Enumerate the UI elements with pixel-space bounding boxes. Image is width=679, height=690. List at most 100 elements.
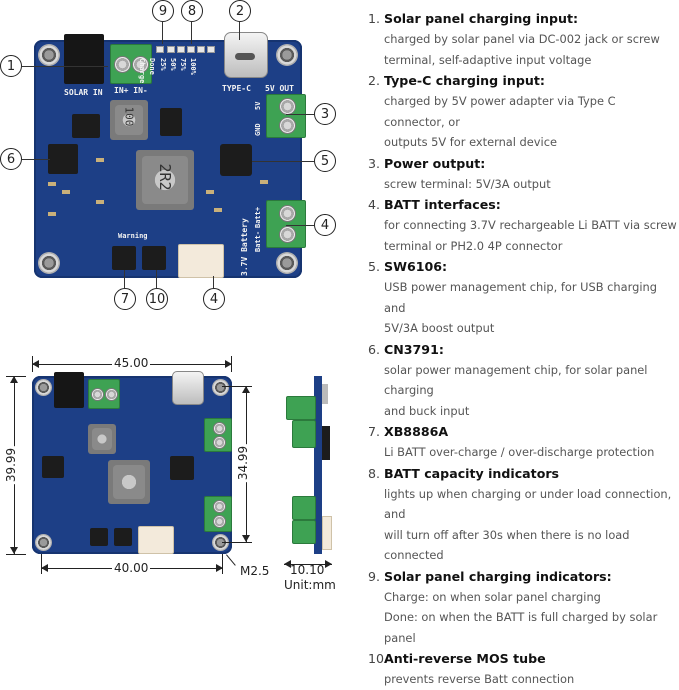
feature-title-text: BATT interfaces: xyxy=(384,197,501,212)
indicator-led xyxy=(167,46,175,53)
leader-line xyxy=(286,225,314,227)
leader-line xyxy=(286,114,314,116)
dim-arrow xyxy=(242,386,250,393)
feature-number: 10. xyxy=(368,651,389,666)
leader-line xyxy=(22,66,108,68)
usb-c-connector xyxy=(224,32,268,78)
feature-number: 2. xyxy=(368,73,381,88)
feature-title-text: Anti-reverse MOS tube xyxy=(384,651,546,666)
callout-5: 5 xyxy=(314,150,336,172)
feature-title: 6.CN3791: xyxy=(368,339,679,360)
callout-8: 8 xyxy=(181,0,203,22)
screw xyxy=(213,500,226,513)
inductor-core xyxy=(113,465,145,499)
feature-title: 8.BATT capacity indicators xyxy=(368,463,679,484)
jst-side xyxy=(322,516,332,550)
feature-number: 9. xyxy=(368,568,381,584)
dim-arrow xyxy=(10,547,18,554)
solar-screw-terminal xyxy=(88,379,120,409)
dim-width-top: 45.00 xyxy=(112,356,151,370)
dim-height-left: 39.99 xyxy=(4,445,19,485)
callout-4-terminal: 4 xyxy=(314,214,336,236)
feature-title: 1.Solar panel charging input: xyxy=(368,8,679,29)
p25-label: 25% xyxy=(159,58,167,71)
dim-thickness: 10.10 xyxy=(290,563,325,577)
feature-title-text: Solar panel charging input: xyxy=(384,11,579,26)
hole-leader xyxy=(226,554,236,566)
feature-title: 7.XB8886A xyxy=(368,421,679,442)
feature-title-text: SW6106: xyxy=(384,259,448,274)
sw6106-chip xyxy=(220,144,252,176)
dc-jack xyxy=(54,372,84,408)
ph2-connector xyxy=(178,244,224,278)
dim-arrow xyxy=(32,360,39,368)
feature-title: 5.SW6106: xyxy=(368,256,679,277)
feature-title: 2.Type-C charging input: xyxy=(368,70,679,91)
callout-9: 9 xyxy=(152,0,174,22)
inductor-core xyxy=(142,156,188,204)
p50-label: 50% xyxy=(169,58,177,71)
leader-line xyxy=(191,22,193,44)
p75-label: 75% xyxy=(179,58,187,71)
dim-arrow xyxy=(325,560,332,568)
callout-7: 7 xyxy=(114,288,136,310)
inductor-2r2 xyxy=(108,460,150,504)
inductor-100 xyxy=(88,424,116,454)
dim-arrow xyxy=(225,360,232,368)
inductor-100-label: 100 xyxy=(122,106,136,127)
screw xyxy=(279,117,296,134)
type-c-label: TYPE-C xyxy=(222,84,251,93)
pcb-edge xyxy=(314,376,322,554)
feature-desc-line: screw terminal: 5V/3A output xyxy=(384,176,551,191)
smd-component xyxy=(48,212,56,216)
xb8886a-chip xyxy=(112,246,136,270)
feature-desc-line: prevents reverse Batt connection xyxy=(384,672,575,686)
callout-10: 10 xyxy=(146,288,168,310)
feature-desc-line: 5V/3A boost output xyxy=(384,321,495,335)
feature-item: 6.CN3791:solar power management chip, fo… xyxy=(368,339,679,422)
board-top-view: SOLAR IN IN+ IN- Charge Done 25% 50% 75%… xyxy=(34,32,306,278)
terminal-side xyxy=(292,420,316,448)
batt-minus-label: Batt- xyxy=(254,230,262,252)
dim-tick xyxy=(6,376,26,377)
batt-screw-terminal xyxy=(266,200,306,248)
callout-2: 2 xyxy=(229,0,251,22)
feature-item: 2.Type-C charging input:charged by 5V po… xyxy=(368,70,679,153)
sw6106-chip xyxy=(170,456,194,480)
callout-3: 3 xyxy=(314,103,336,125)
inductor-core xyxy=(92,428,112,450)
screw xyxy=(132,56,149,73)
5v-out-screw-terminal xyxy=(266,94,306,138)
gnd-label: GND xyxy=(254,123,262,136)
feature-desc-line: lights up when charging or under load co… xyxy=(384,486,672,522)
feature-item: 4.BATT interfaces:for connecting 3.7V re… xyxy=(368,194,679,256)
terminal-side xyxy=(286,396,316,420)
cn3791-chip xyxy=(42,456,64,478)
screw xyxy=(114,56,131,73)
ph2-connector xyxy=(138,526,174,554)
dim-tick xyxy=(32,356,33,372)
dim-tick xyxy=(222,554,223,574)
screw xyxy=(105,388,118,401)
smd-component xyxy=(96,158,104,162)
feature-desc-line: terminal, self-adaptive input voltage xyxy=(384,52,592,67)
leader-line xyxy=(156,270,158,288)
5v-label: 5V xyxy=(254,101,262,110)
terminal-side xyxy=(292,520,316,544)
feature-number: 7. xyxy=(368,424,381,439)
5v-out-screw-terminal xyxy=(204,418,232,452)
leader-line xyxy=(252,161,314,163)
screw xyxy=(279,226,296,243)
leader-line xyxy=(22,159,50,161)
five-v-out-label: 5V OUT xyxy=(265,84,294,93)
feature-title-text: BATT capacity indicators xyxy=(384,465,560,481)
solar-screw-terminal xyxy=(110,44,152,84)
screw xyxy=(213,436,226,449)
terminal-side xyxy=(292,496,316,520)
indicator-led xyxy=(187,46,195,53)
dim-arrow xyxy=(41,564,48,572)
inductor-100: 100 xyxy=(110,100,148,140)
leader-line xyxy=(213,276,215,288)
indicator-led xyxy=(197,46,205,53)
feature-title-text: Type-C charging input: xyxy=(384,73,545,88)
